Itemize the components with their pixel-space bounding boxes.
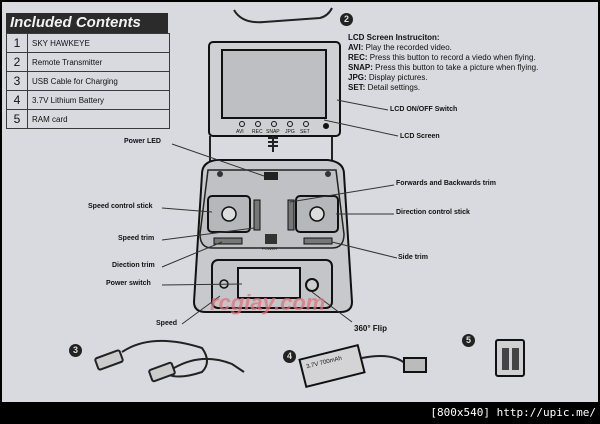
label-power-switch: Power switch (106, 280, 151, 287)
btn-label-jpg: JPG (285, 129, 295, 135)
label-side-trim: Side trim (398, 254, 428, 261)
label-lcd-onoff-switch: LCD ON/OFF Switch (390, 106, 458, 113)
side-trim (303, 237, 333, 245)
label-360-flip: 360° Flip (354, 324, 387, 333)
label-speed-trim: Speed trim (118, 235, 155, 242)
item-label: RAM card (27, 109, 170, 129)
label-direction-control-stick: Direction control stick (396, 209, 470, 216)
flip-button (305, 278, 319, 292)
lcd-onoff-switch (323, 123, 329, 129)
label-power-text: POWER (262, 246, 278, 251)
ram-card-drawing (495, 339, 525, 377)
btn-label-rec: REC (252, 129, 263, 135)
contents-header: Included Contents (6, 13, 168, 33)
battery-drawing (298, 343, 427, 389)
direction-trim (213, 237, 243, 245)
label-power-led: Power LED (124, 138, 161, 145)
lcd-monitor (208, 41, 341, 170)
antenna (268, 136, 278, 152)
btn-label-snap: SNAP (266, 129, 280, 135)
image-size-footer: [800x540] http://upic.me/ (430, 406, 596, 419)
btn-label-set: SET (300, 129, 310, 135)
usb-cable-drawing (94, 339, 245, 383)
label-speed: Speed (156, 320, 178, 327)
lcd-screen (221, 49, 327, 119)
contents-title: Included Contents (10, 14, 141, 31)
lcd-line: SET: Detail settings. (348, 83, 421, 92)
lcd-instructions: LCD Screen Instruciton: AVI: Play the re… (348, 33, 598, 93)
label-speed-control-stick: Speed control stick (88, 203, 153, 210)
lcd-instructions-title: LCD Screen Instruciton: (348, 33, 440, 42)
section-number-3: 3 (69, 344, 82, 357)
power-switch (237, 267, 301, 299)
section-number-5: 5 (462, 334, 475, 347)
watermark-logo: rcgiay.com (210, 290, 325, 315)
label-direction-trim: Diection trim (112, 262, 155, 269)
power-button (265, 234, 277, 244)
lcd-line: AVI: Play the recorded video. (348, 43, 452, 52)
label-lcd-screen: LCD Screen (400, 133, 440, 140)
power-led (264, 172, 278, 180)
lcd-line: REC: Press this button to record a viedo… (348, 53, 536, 62)
speed-trim (253, 199, 261, 231)
lcd-line: SNAP: Press this button to take a pictur… (348, 63, 539, 72)
section-number-4: 4 (283, 350, 296, 363)
lcd-line: JPG: Display pictures. (348, 73, 428, 82)
section-number-2: 2 (340, 13, 353, 26)
helicopter-skid-sketch (233, 7, 333, 24)
label-fwd-back-trim: Forwards and Backwards trim (396, 180, 496, 187)
leader-lines (161, 99, 399, 325)
transmitter-diagram: rcgiay.com (94, 7, 525, 389)
btn-label-avi: AVI (236, 129, 244, 135)
forwards-backwards-trim (287, 199, 295, 231)
